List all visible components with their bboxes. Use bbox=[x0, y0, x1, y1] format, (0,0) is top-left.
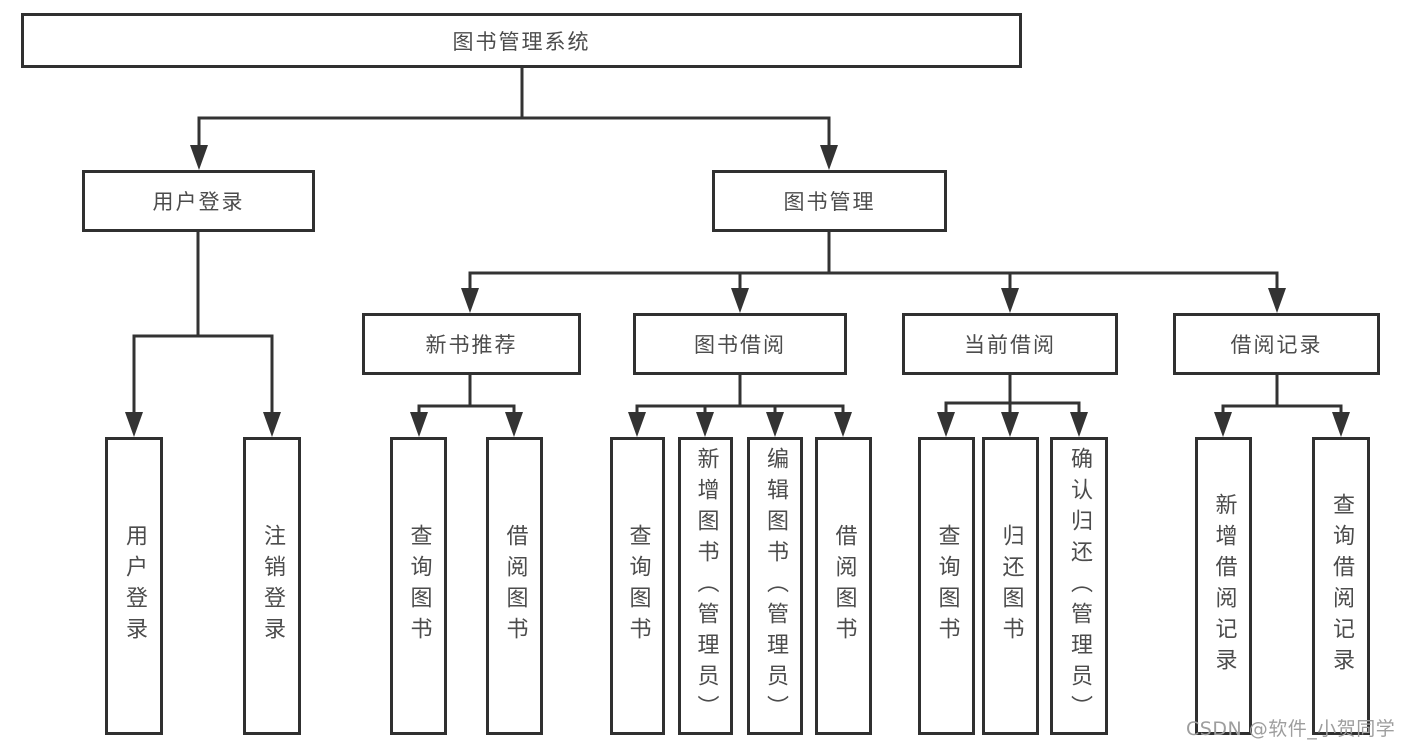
node-new-book-recommendation: 新书推荐 bbox=[362, 313, 581, 375]
leaf-search-books-recommend: 查询图书 bbox=[390, 437, 447, 735]
node-borrowing-records: 借阅记录 bbox=[1173, 313, 1380, 375]
leaf-logout: 注销登录 bbox=[243, 437, 301, 735]
leaf-search-borrow-record: 查询借阅记录 bbox=[1312, 437, 1370, 735]
leaf-add-borrow-record: 新增借阅记录 bbox=[1195, 437, 1252, 735]
leaf-borrow-books-recommend: 借阅图书 bbox=[486, 437, 543, 735]
leaf-confirm-return-admin: 确认归还（管理员） bbox=[1050, 437, 1108, 735]
leaf-return-book: 归还图书 bbox=[982, 437, 1039, 735]
node-root: 图书管理系统 bbox=[21, 13, 1022, 68]
leaf-borrow-books-borrowing: 借阅图书 bbox=[815, 437, 872, 735]
leaf-add-book-admin: 新增图书（管理员） bbox=[678, 437, 733, 735]
leaf-user-login: 用户登录 bbox=[105, 437, 163, 735]
leaf-edit-book-admin: 编辑图书（管理员） bbox=[747, 437, 803, 735]
csdn-watermark: CSDN @软件_小贺同学 bbox=[1186, 718, 1396, 740]
node-book-management: 图书管理 bbox=[712, 170, 947, 232]
node-current-borrowing: 当前借阅 bbox=[902, 313, 1118, 375]
leaf-search-books-current: 查询图书 bbox=[918, 437, 975, 735]
leaf-search-books-borrowing: 查询图书 bbox=[610, 437, 665, 735]
node-book-borrowing: 图书借阅 bbox=[633, 313, 847, 375]
node-user-login: 用户登录 bbox=[82, 170, 315, 232]
